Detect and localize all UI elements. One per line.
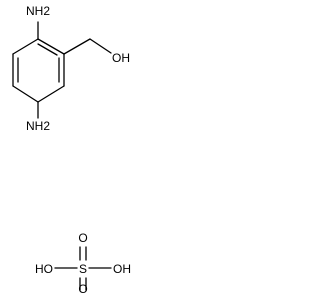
oxygen-top-label: O [78,231,87,245]
ring-double-bond-top [37,43,58,56]
ring-bond-top-left [12,38,39,55]
bottom-amine-label: NH2 [26,119,50,133]
sulfur-label: S [79,262,87,276]
structure-diagram: NH2 NH2 OH O S O HO OH [12,4,131,293]
bond-ring-to-ch2 [63,38,91,55]
sulfuric-acid: O S O HO OH [35,231,131,293]
bond-ch2-to-oh [89,38,112,54]
ring-bond-bottom-left [12,85,39,103]
top-amine-label: NH2 [26,4,50,18]
ring-bond-top-right [37,38,65,55]
benzene-ring [12,38,65,103]
left-hydroxyl-label: HO [35,262,53,276]
oxygen-bottom-label: O [78,282,87,293]
right-hydroxyl-label: OH [113,262,131,276]
ring-bond-bottom-right [37,85,65,103]
hydroxyl-label: OH [112,51,130,65]
